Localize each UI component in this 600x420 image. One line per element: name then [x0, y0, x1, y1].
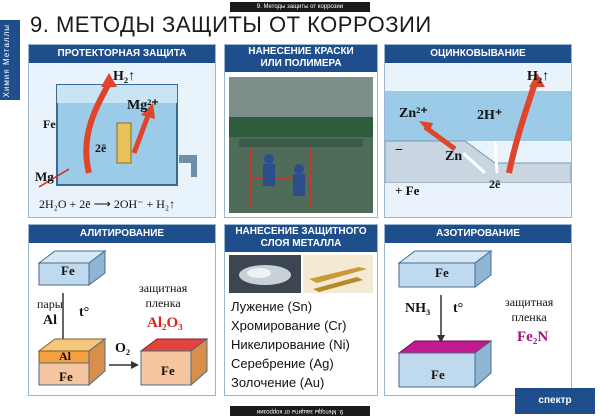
o2-label: O₂	[115, 341, 131, 356]
fe-bottom-label: Fe	[59, 369, 73, 384]
azot-diagram	[397, 250, 493, 389]
page-title: 9. МЕТОДЫ ЗАЩИТЫ ОТ КОРРОЗИИ	[30, 12, 432, 37]
zinc-diagram	[385, 73, 571, 217]
mg-label: Mg	[35, 169, 54, 184]
fe-label: + Fe	[395, 183, 420, 198]
h-plus-label: 2H⁺	[477, 108, 503, 123]
panel-protector: ПРОТЕКТОРНАЯ ЗАЩИТА H₂↑ Mg²⁺ Fe 2ē Mg 2H…	[28, 44, 216, 218]
publisher-logo: спектр	[515, 388, 595, 414]
zn-label: Zn	[445, 149, 463, 164]
fe-bottom-label: Fe	[431, 367, 445, 382]
h2-label: H₂↑	[113, 69, 136, 84]
paint-photo	[229, 77, 373, 213]
bottom-bar: 9. Методы защиты от коррозии	[230, 406, 370, 416]
h2-label: H₂↑	[527, 69, 550, 84]
fe2n-label: Fe₂N	[517, 329, 549, 345]
al2o3-label: Al₂O₃	[147, 315, 183, 331]
metal-item: Лужение (Sn)	[231, 299, 313, 314]
metal-item: Серебрение (Ag)	[231, 356, 334, 371]
fe-top-label: Fe	[61, 263, 75, 278]
zn2-label: Zn²⁺	[399, 106, 428, 121]
fe-right-label: Fe	[161, 363, 175, 378]
alum-diagram	[37, 250, 209, 387]
al-vapor-label: Al	[43, 313, 57, 328]
mg2-label: Mg²⁺	[127, 98, 159, 113]
metal-item: Золочение (Au)	[231, 375, 325, 390]
protector-diagram	[38, 73, 197, 188]
metal-item: Хромирование (Cr)	[231, 318, 347, 333]
fe-top-label: Fe	[435, 265, 449, 280]
panel-header: ПРОТЕКТОРНАЯ ЗАЩИТА	[29, 45, 215, 63]
electron-label: 2ē	[95, 141, 107, 155]
panel-zinc: ОЦИНКОВЫВАНИЕ H₂↑ Zn²⁺ 2H⁺ Zn − + Fe 2ē	[384, 44, 572, 218]
panel-header: ОЦИНКОВЫВАНИЕ	[385, 45, 571, 63]
al-layer-label: Al	[59, 349, 71, 363]
panel-header: АЛИТИРОВАНИЕ	[29, 225, 215, 243]
temp-label: t°	[79, 305, 90, 320]
metal-photo	[229, 255, 373, 293]
metal-item: Никелирование (Ni)	[231, 337, 350, 352]
minus-sign: −	[395, 143, 403, 158]
temp-label: t°	[453, 301, 464, 316]
nh3-label: NH₃	[405, 301, 431, 316]
top-bar: 9. Методы защиты от коррозии	[230, 2, 370, 12]
pary-label: пары	[37, 297, 63, 311]
reaction-equation: 2H₂O + 2ē ⟶ 2OH⁻ + H₂↑	[39, 197, 176, 211]
fe-label: Fe	[43, 117, 56, 131]
sidebar-label: Химия Металлы	[0, 20, 20, 100]
panel-header: АЗОТИРОВАНИЕ	[385, 225, 571, 243]
electron-label: 2ē	[489, 177, 501, 191]
